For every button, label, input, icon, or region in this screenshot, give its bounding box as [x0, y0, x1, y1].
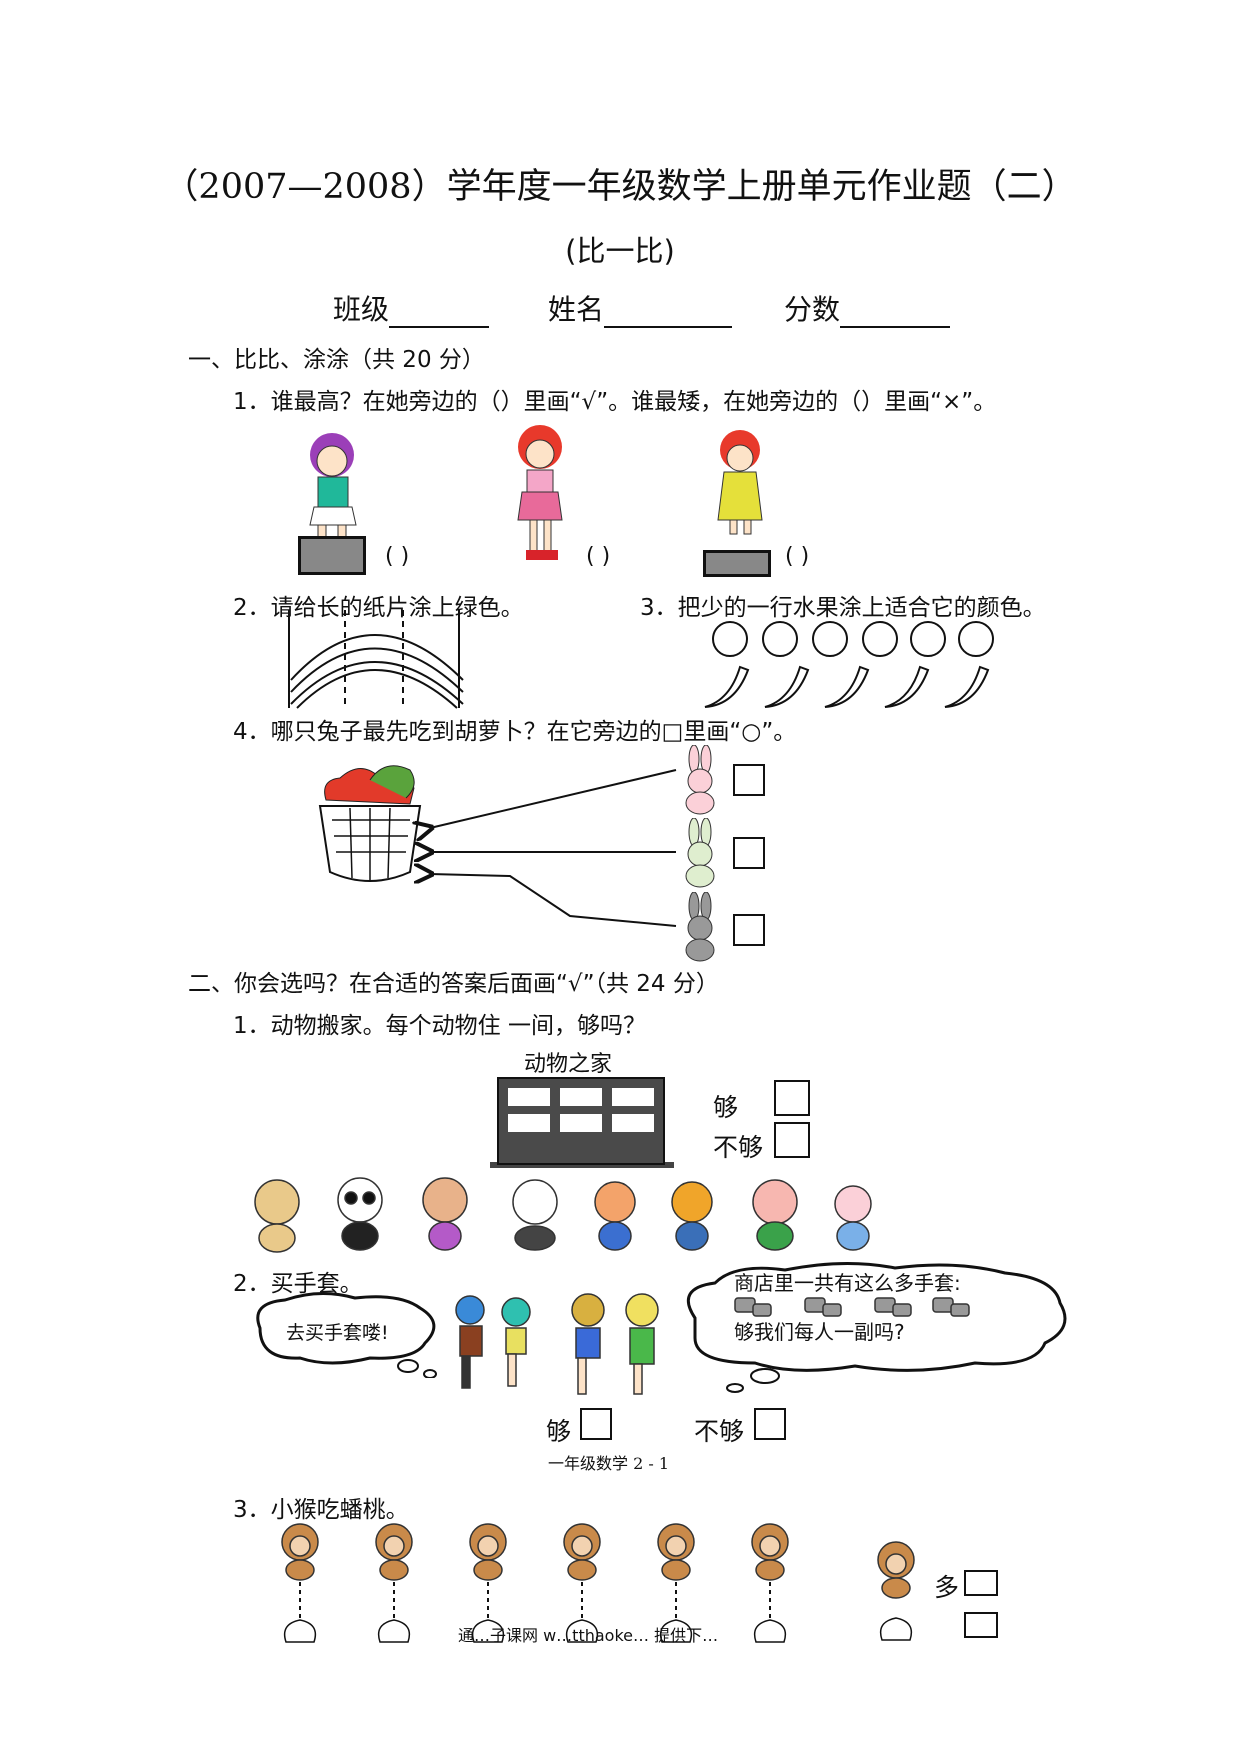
- s1-question4: 4．哪只兔子最先吃到胡萝卜？在它旁边的□里画“○”。: [233, 719, 797, 745]
- section2-heading: 二、你会选吗？在合适的答案后面画“√”（共 24 分）: [188, 971, 719, 997]
- rabbit-race-diagram: [318, 765, 677, 927]
- big-box: [298, 536, 366, 575]
- house-not-enough-checkbox[interactable]: [774, 1122, 810, 1158]
- class-label: 班级: [333, 293, 390, 326]
- cow-icon: [512, 1179, 558, 1225]
- score-field: 分数: [784, 288, 951, 328]
- monkey-more-label: 多: [934, 1573, 960, 1602]
- class-blank[interactable]: [389, 296, 490, 328]
- rabbit-grey-icon: [685, 892, 715, 962]
- animals-row: [254, 1177, 872, 1253]
- dog-icon: [254, 1179, 300, 1225]
- name-blank[interactable]: [604, 296, 733, 328]
- house-label: 动物之家: [524, 1052, 613, 1077]
- rabbit-1-checkbox[interactable]: [733, 764, 765, 796]
- speech-bubble-left: [256, 1291, 437, 1378]
- bubble-left-text: 去买手套喽!: [286, 1322, 389, 1344]
- fox-icon: [594, 1181, 636, 1223]
- rabbit-3-checkbox[interactable]: [733, 914, 765, 946]
- paper-strips[interactable]: [283, 600, 473, 710]
- gloves-not-enough-checkbox[interactable]: [754, 1408, 786, 1440]
- bubble-right-line2: 够我们每人一副吗?: [734, 1320, 905, 1344]
- small-box: [703, 550, 771, 577]
- watermark: 通…子课网 w…tthaoke… 提供下…: [458, 1626, 719, 1645]
- page-title: （2007—2008）学年度一年级数学上册单元作业题（二）: [163, 167, 1077, 207]
- peach-icon: [283, 1619, 787, 1643]
- pig-icon: [752, 1179, 798, 1225]
- rabbit-pink-icon: [685, 745, 715, 815]
- score-label: 分数: [784, 293, 841, 326]
- house-enough-label: 够: [713, 1093, 739, 1122]
- page-subtitle: (比一比): [565, 234, 675, 268]
- animal-house: [490, 1077, 674, 1168]
- name-field: 姓名: [548, 288, 733, 328]
- monkey-icon: [281, 1523, 319, 1581]
- s2-question3: 3．小猴吃蟠桃。: [233, 1497, 409, 1523]
- monkey-more-checkbox[interactable]: [964, 1570, 998, 1596]
- gloves-icon: [734, 1297, 970, 1317]
- paren-3[interactable]: ( ): [785, 544, 810, 569]
- rabbit-green-icon: [685, 818, 715, 888]
- score-blank[interactable]: [840, 296, 951, 328]
- fruit-rows[interactable]: [700, 615, 1000, 715]
- paren-2[interactable]: ( ): [586, 544, 611, 569]
- section1-heading: 一、比比、涂涂（共 20 分）: [188, 347, 485, 373]
- paren-1[interactable]: ( ): [385, 544, 410, 569]
- speech-bubble-right: [686, 1261, 1067, 1393]
- house-enough-checkbox[interactable]: [774, 1080, 810, 1116]
- gloves-enough-label: 够: [546, 1417, 572, 1446]
- monkey-peach-extra: [877, 1541, 915, 1641]
- girl-on-small-box: [717, 430, 763, 535]
- house-not-enough-label: 不够: [713, 1133, 764, 1162]
- cat-icon: [671, 1181, 713, 1223]
- bubble-right-line1: 商店里一共有这么多手套:: [734, 1271, 961, 1295]
- monkeys-peaches-row: [281, 1523, 789, 1643]
- page-number: 一年级数学 2 - 1: [548, 1454, 670, 1473]
- s1-question3: 3．把少的一行水果涂上适合它的颜色。: [640, 595, 1046, 621]
- s2-question2: 2．买手套。: [233, 1271, 363, 1297]
- gloves-enough-checkbox[interactable]: [580, 1408, 612, 1440]
- class-field: 班级: [333, 288, 490, 328]
- rabbit-2-checkbox[interactable]: [733, 837, 765, 869]
- children-group: [455, 1293, 659, 1395]
- name-label: 姓名: [548, 293, 605, 326]
- s1-question1: 1．谁最高？在她旁边的（）里画“√”。谁最矮，在她旁边的（）里画“×”。: [233, 389, 997, 415]
- gloves-not-enough-label: 不够: [694, 1417, 745, 1446]
- girl-standing: [517, 425, 563, 560]
- rabbit-icon: [834, 1185, 872, 1223]
- s2-question1: 1．动物搬家。每个动物住 一间，够吗？: [233, 1013, 646, 1039]
- s1-question2: 2．请给长的纸片涂上绿色。: [233, 595, 524, 621]
- mouse-icon: [422, 1177, 468, 1223]
- peach-more-checkbox[interactable]: [964, 1612, 998, 1638]
